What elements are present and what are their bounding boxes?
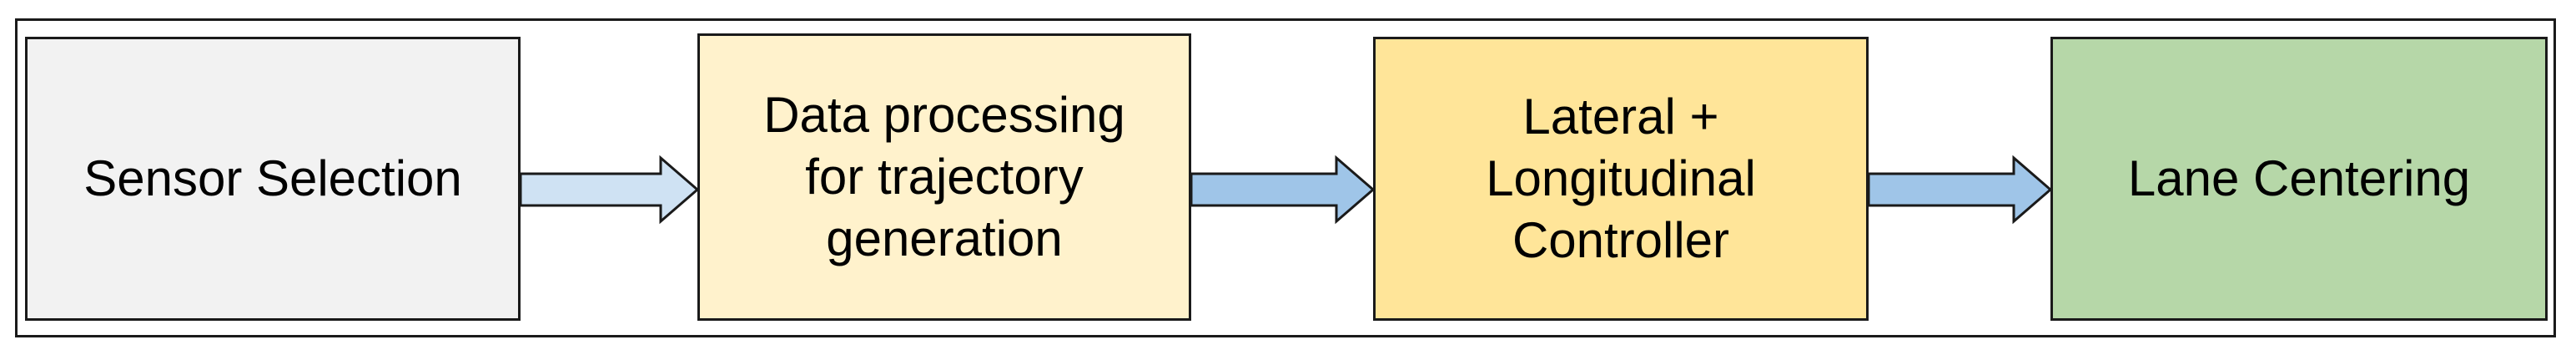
block-data-processing: Data processing for trajectory generatio… [697, 33, 1191, 321]
arrow-sensor-to-processing [519, 155, 700, 225]
block-sensor-selection: Sensor Selection [25, 37, 521, 321]
block-controller: Lateral + Longitudinal Controller [1373, 37, 1869, 321]
arrow-processing-to-controller [1190, 155, 1376, 225]
arrow-controller-to-lane-centering [1867, 155, 2053, 225]
block-lane-centering: Lane Centering [2050, 37, 2548, 321]
